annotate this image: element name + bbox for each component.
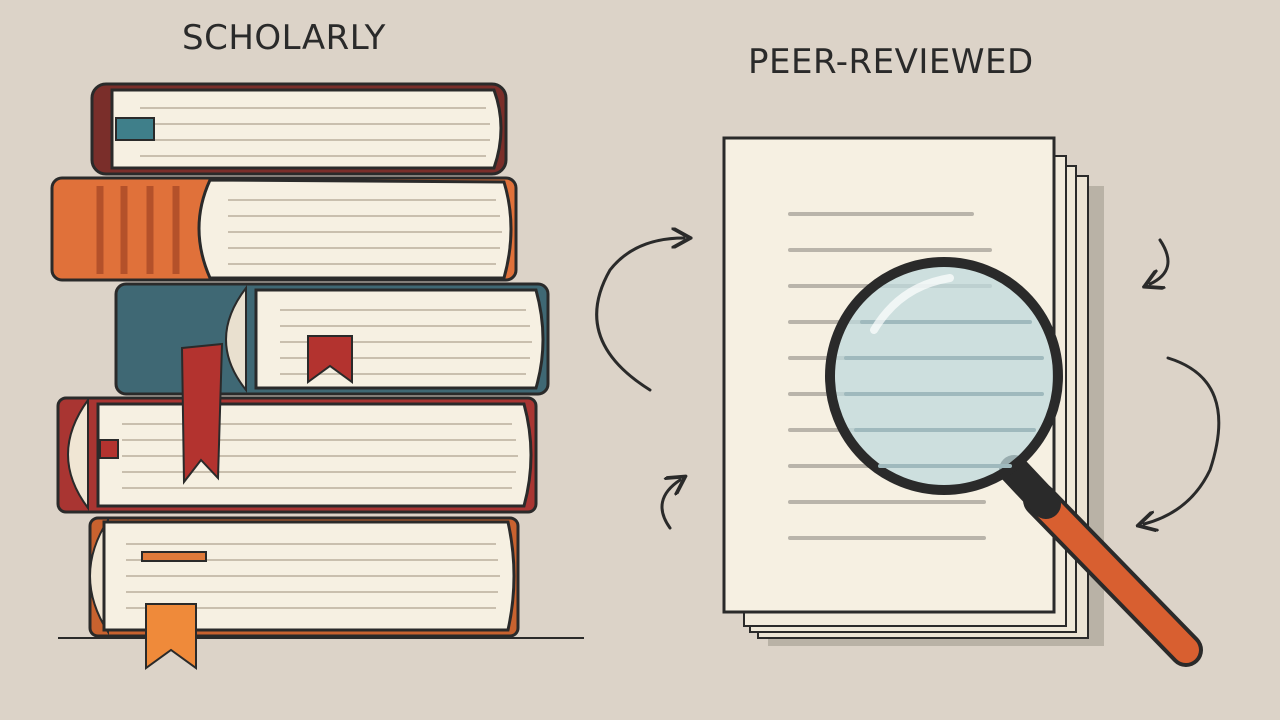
magnifying-glass-icon [825,257,1203,667]
book-stack [50,82,584,670]
book-red [56,396,538,514]
red-ribbon-small [307,335,353,384]
arrow-icon [1144,356,1221,524]
scholarly-label: SCHOLARLY [182,18,386,58]
book-bottom [88,516,520,670]
arrow-icon [1150,238,1170,284]
book-orange [50,176,518,282]
teal-tab [115,117,155,141]
peer-reviewed-label: PEER-REVIEWED [748,42,1034,82]
red-ribbon-long [180,342,224,485]
book-top [90,82,508,176]
book-teal [114,282,550,485]
arrow-icon [595,238,684,392]
orange-ribbon-bookmark [145,603,197,670]
review-cycle-arrows [595,238,1221,530]
arrow-icon [660,480,680,530]
